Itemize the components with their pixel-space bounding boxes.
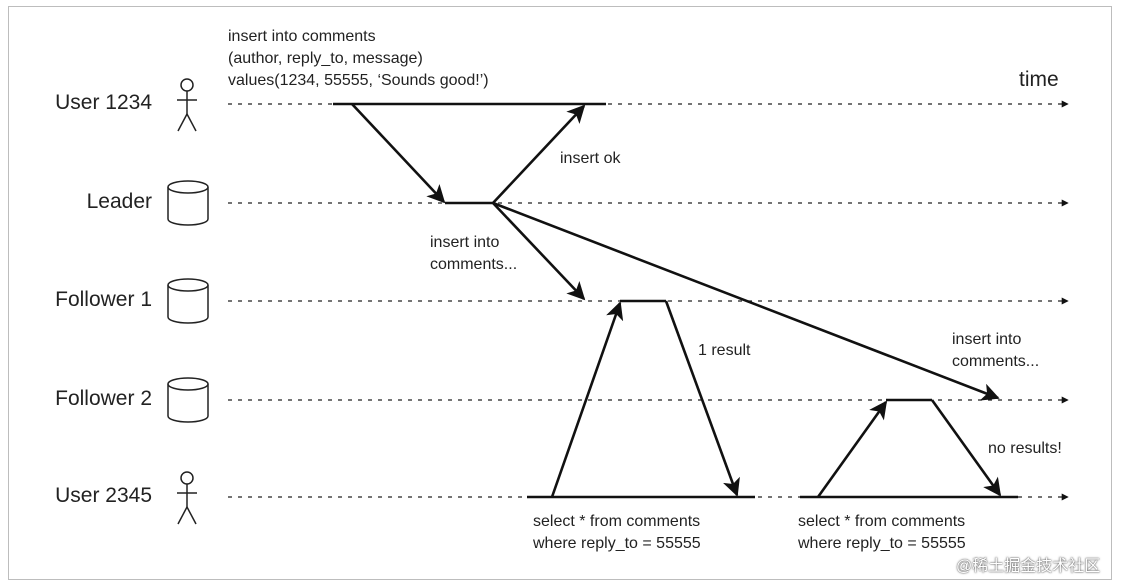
actor-label-follower1: Follower 1 [55, 288, 152, 311]
insert-query-line: values(1234, 55555, ‘Sounds good!’) [228, 72, 489, 89]
follower1-database-icon [167, 278, 209, 324]
one-result-label: 1 result [698, 342, 751, 359]
no-results-label: no results! [988, 440, 1062, 457]
select-query-1-line: where reply_to = 55555 [533, 535, 701, 552]
replicate-f1-line: insert into [430, 234, 500, 251]
watermark: @稀土掘金技术社区 [956, 558, 1101, 575]
follower2-database-icon [167, 377, 209, 423]
insert-query-text: insert into comments (author, reply_to, … [228, 26, 489, 92]
actor-label-user2345: User 2345 [55, 484, 152, 507]
insert-query-line: (author, reply_to, message) [228, 50, 423, 67]
user-1234-icon [177, 78, 197, 132]
replicate-f2-label: insert into comments... [952, 329, 1039, 373]
select-query-1-text: select * from comments where reply_to = … [533, 511, 701, 555]
select-query-1-line: select * from comments [533, 513, 701, 530]
insert-ok-arrow [492, 104, 586, 204]
insert-request-arrow [351, 103, 446, 204]
replicate-to-follower2-arrow [492, 201, 1000, 401]
actor-label-follower2: Follower 2 [55, 387, 152, 410]
replicate-f2-line: comments... [952, 353, 1040, 370]
select-query-2-line: where reply_to = 55555 [798, 535, 966, 552]
replicate-f1-label: insert into comments... [430, 232, 517, 276]
actor-label-user1234: User 1234 [55, 91, 152, 114]
leader-database-icon [167, 180, 209, 226]
insert-ok-label: insert ok [560, 150, 621, 167]
actor-label-leader: Leader [86, 190, 152, 213]
read1-request-arrow [550, 301, 624, 498]
select-query-2-line: select * from comments [798, 513, 966, 530]
read2-response-arrow [930, 399, 1002, 497]
replicate-f1-line: comments... [430, 256, 518, 273]
select-query-2-text: select * from comments where reply_to = … [798, 511, 966, 555]
read2-request-arrow [816, 400, 888, 498]
user-2345-icon [177, 471, 197, 525]
replicate-to-follower1-arrow [492, 202, 586, 301]
time-axis-label: time [1019, 68, 1059, 91]
read1-response-arrow [664, 300, 740, 497]
replicate-f2-line: insert into [952, 331, 1022, 348]
insert-query-line: insert into comments [228, 28, 376, 45]
diagram-frame [8, 6, 1112, 580]
